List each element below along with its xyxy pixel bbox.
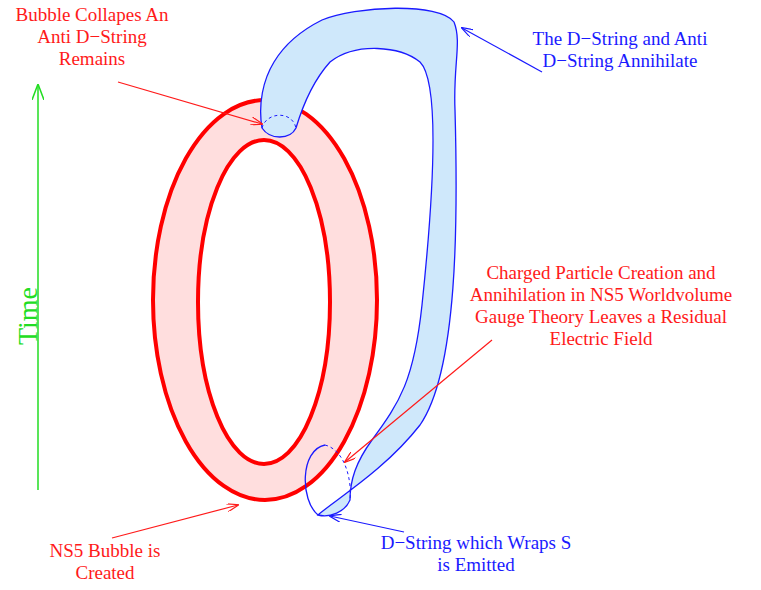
bubble-outer-edge xyxy=(153,100,377,500)
bottom-cap-dash xyxy=(325,445,350,500)
axis-label: Time xyxy=(13,287,43,345)
leader-arrow xyxy=(112,505,238,538)
ns5-bubble xyxy=(153,100,377,500)
leader-arrow xyxy=(330,516,404,532)
callout-label: The D−String and Anti D−String Annihilat… xyxy=(508,28,732,72)
bottom-cap xyxy=(305,445,325,515)
leader-arrow xyxy=(462,28,542,72)
bubble-inner-edge xyxy=(198,140,330,464)
leader-arrow xyxy=(118,82,262,124)
callout-label: D−String which Wraps S is Emitted xyxy=(378,532,574,576)
leader-arrow xyxy=(345,340,492,462)
top-cap-dash xyxy=(262,115,296,128)
callout-label: Bubble Collapes An Anti D−String Remains xyxy=(12,4,172,70)
callout-label: NS5 Bubble is Created xyxy=(30,540,180,584)
d-string-tube xyxy=(261,8,458,516)
callout-label: Charged Particle Creation and Annihilati… xyxy=(466,262,736,350)
